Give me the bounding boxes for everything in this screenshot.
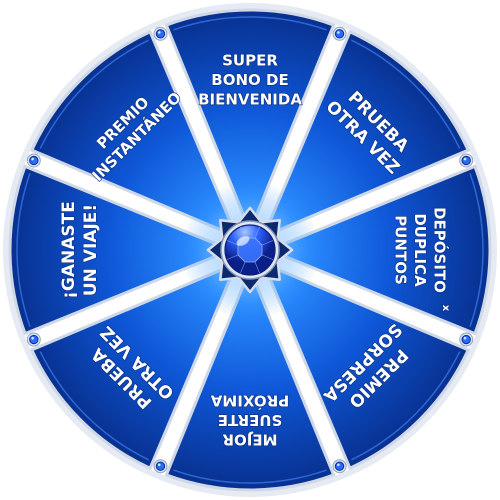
rim-stud-icon bbox=[153, 26, 168, 41]
segment-super-bono-shape[interactable] bbox=[164, 8, 336, 219]
rim-stud-icon bbox=[332, 26, 347, 41]
segment-mejor-suerte[interactable] bbox=[164, 281, 336, 492]
segment-super-bono-line-2: BIENVENIDA bbox=[198, 91, 302, 109]
segment-prueba-otra-vez-1-shape[interactable] bbox=[268, 30, 470, 232]
segment-prueba-otra-vez-2-inner-edge bbox=[39, 351, 149, 461]
segment-deposito-duplica-badge: x bbox=[440, 305, 451, 312]
rim-stud-icon bbox=[459, 153, 474, 168]
rim-stud-icon bbox=[459, 332, 474, 347]
segment-super-bono-line-0: SUPER bbox=[222, 52, 278, 70]
rim-stud-icon bbox=[153, 459, 168, 474]
segment-premio-instantaneo[interactable] bbox=[30, 30, 232, 232]
segment-ganaste-viaje[interactable] bbox=[8, 164, 219, 336]
segment-premio-instantaneo-shape[interactable] bbox=[30, 30, 232, 232]
segment-premio-sorpresa-inner-edge bbox=[351, 351, 461, 461]
segment-deposito-duplica-shape[interactable] bbox=[281, 164, 492, 336]
segment-deposito-duplica-line-2: PUNTOS bbox=[392, 215, 410, 285]
segment-deposito-duplica[interactable] bbox=[281, 164, 492, 336]
segment-deposito-duplica-line-0: DEPÓSITO bbox=[431, 207, 450, 293]
segment-mejor-suerte-line-2: PRÓXIMA bbox=[210, 392, 289, 411]
segment-premio-instantaneo-inner-edge bbox=[39, 39, 149, 149]
segment-prueba-otra-vez-2-shape[interactable] bbox=[30, 268, 232, 470]
segment-premio-sorpresa-shape[interactable] bbox=[268, 268, 470, 470]
segment-super-bono-line-1: BONO DE bbox=[211, 71, 288, 89]
segment-ganaste-viaje-line-0: ¡GANASTE bbox=[59, 201, 79, 299]
segment-super-bono-inner-edge bbox=[173, 16, 327, 31]
segment-prueba-otra-vez-1[interactable] bbox=[268, 30, 470, 232]
segment-premio-sorpresa[interactable] bbox=[268, 268, 470, 470]
segment-mejor-suerte-line-1: SUERTE bbox=[218, 411, 283, 429]
segment-mejor-suerte-line-0: MEJOR bbox=[222, 431, 278, 449]
segment-prueba-otra-vez-1-inner-edge bbox=[351, 39, 461, 149]
rim-stud-icon bbox=[26, 332, 41, 347]
segment-ganaste-viaje-line-1: UN VIAJE! bbox=[81, 204, 101, 296]
rim-stud-icon bbox=[332, 459, 347, 474]
sapphire-gem-icon[interactable] bbox=[224, 224, 276, 276]
rim-stud-icon bbox=[26, 153, 41, 168]
segment-prueba-otra-vez-2[interactable] bbox=[30, 268, 232, 470]
wheel-outer-rim bbox=[3, 3, 497, 497]
segment-deposito-duplica-inner-edge bbox=[469, 173, 484, 327]
segment-mejor-suerte-shape[interactable] bbox=[164, 281, 336, 492]
segment-super-bono[interactable] bbox=[164, 8, 336, 219]
segment-mejor-suerte-inner-edge bbox=[173, 469, 327, 484]
segment-deposito-duplica-line-1: DUPLICA bbox=[411, 213, 429, 287]
segment-ganaste-viaje-inner-edge bbox=[16, 173, 31, 327]
segment-ganaste-viaje-shape[interactable] bbox=[8, 164, 219, 336]
